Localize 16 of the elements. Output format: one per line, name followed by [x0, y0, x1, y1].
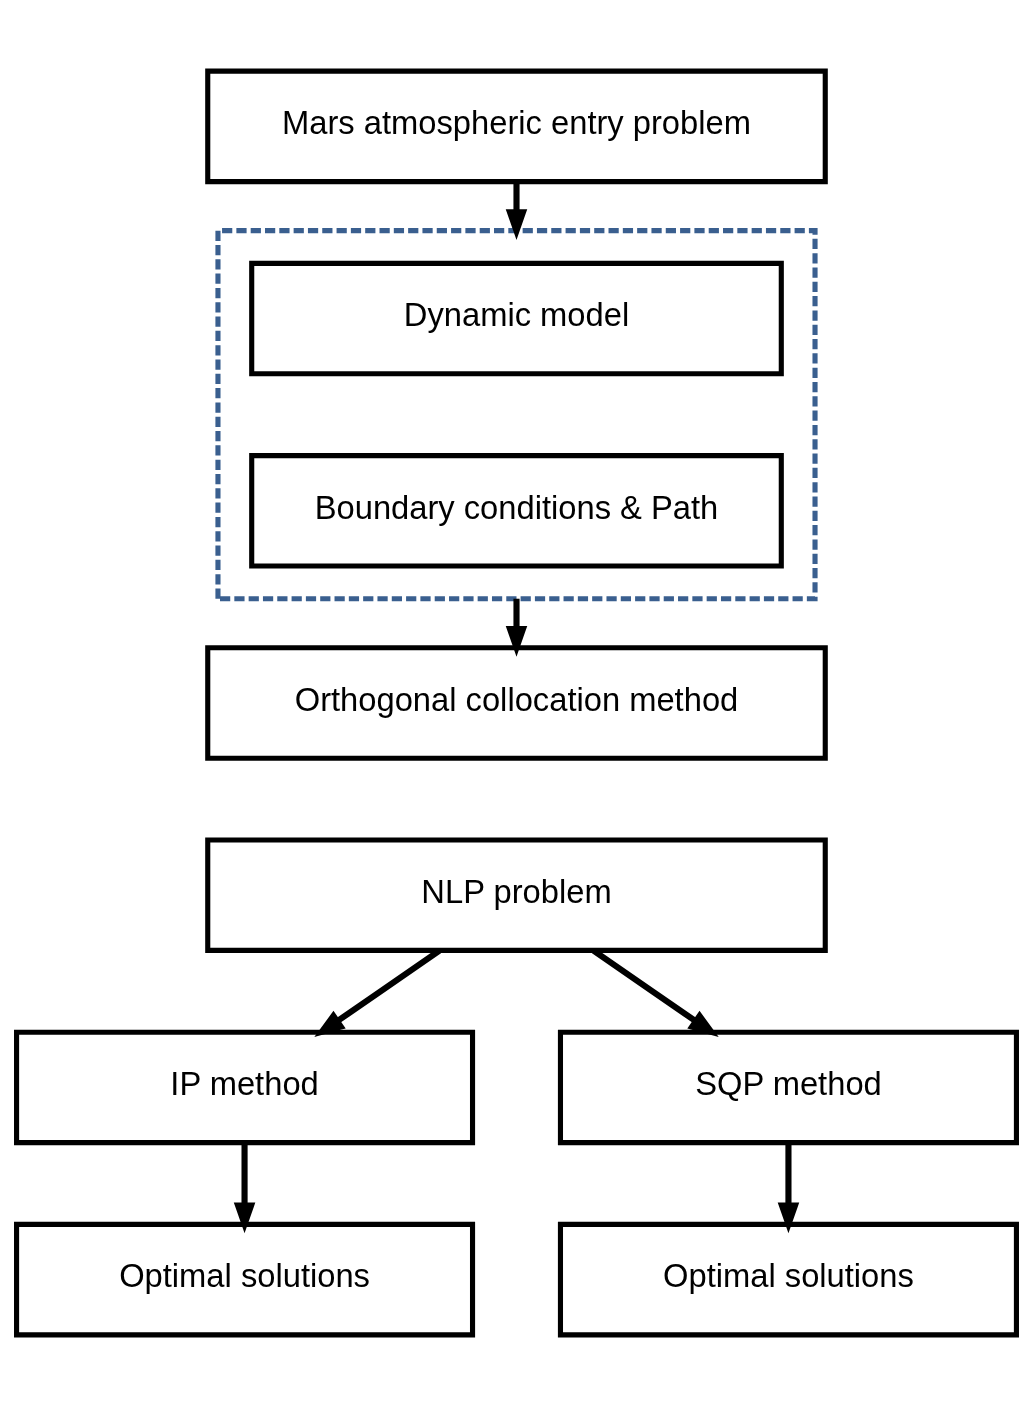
- arrow: [777, 1142, 800, 1233]
- node-box: NLP problem: [205, 836, 828, 953]
- node-box: Boundary conditions & Path: [249, 452, 784, 569]
- arrow: [314, 947, 442, 1037]
- node-box: SQP method: [557, 1029, 1019, 1145]
- cluster: [215, 227, 818, 601]
- arrow: [505, 598, 528, 657]
- node-box: IP method: [14, 1029, 476, 1145]
- node-box: Orthogonal collocation method: [205, 644, 828, 761]
- arrow: [505, 181, 528, 240]
- arrow: [233, 1142, 256, 1233]
- node-box: Dynamic model: [249, 260, 784, 376]
- node-box: Mars atmospheric entry problem: [205, 68, 828, 184]
- arrow: [591, 947, 719, 1037]
- node-box: Optimal solutions: [557, 1221, 1019, 1337]
- node-box: Optimal solutions: [14, 1221, 476, 1337]
